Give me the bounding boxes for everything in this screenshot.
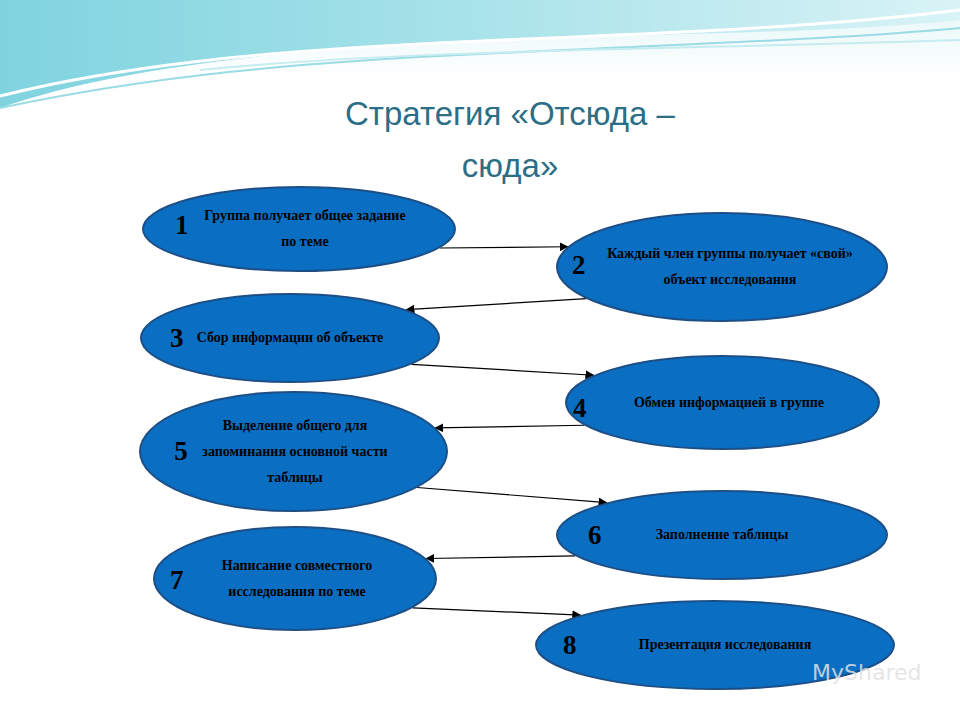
process-ellipse: 7Написание совместного исследования по т… [153,526,437,631]
callout-number: 8 [563,632,577,659]
flow-arrow [412,364,594,375]
wave [0,0,960,108]
flow-arrow [435,425,584,428]
flow-arrow [406,299,586,310]
node-text: Выделение общего для запоминания основно… [180,413,410,491]
process-ellipse: 5Выделение общего для запоминания основн… [139,391,448,512]
callout-number: 1 [175,212,189,239]
callout-number: 2 [572,252,586,279]
callout-number: 7 [170,567,184,594]
node-text: Сбор информации об объекте [190,325,390,351]
wave-line [200,40,960,70]
slide-title: Стратегия «Отсюда – сюда» [300,88,720,192]
ellipse-outline [153,526,437,631]
callout-number: 3 [170,325,184,352]
node-text: Написание совместного исследования по те… [187,553,407,605]
node-text: Обмен информацией в группе [589,390,869,416]
callout-number: 4 [573,395,587,422]
process-ellipse: 6 Заполнение таблицы [556,490,888,580]
process-ellipse: 4Обмен информацией в группе [565,355,880,450]
node-text: Заполнение таблицы [612,522,832,548]
node-text: Группа получает общее задание по теме [200,203,410,255]
node-text: Каждый член группы получает «свой» объек… [600,241,860,293]
flow-arrow [440,247,568,248]
callout-number: 5 [174,438,188,465]
process-ellipse: 2 Каждый член группы получает «свой» объе… [556,212,888,322]
flow-arrow [417,488,606,503]
flow-arrow [426,556,575,559]
process-ellipse: 1 Группа получает общее задание по теме [142,186,456,272]
flow-arrow [413,608,581,615]
watermark: MyShared [812,660,921,685]
node-text: Презентация исследования [585,632,865,658]
callout-number: 6 [588,522,602,549]
ellipse-outline [142,186,456,272]
ellipse-outline [556,212,888,322]
process-ellipse: 3Сбор информации об объекте [140,293,440,383]
